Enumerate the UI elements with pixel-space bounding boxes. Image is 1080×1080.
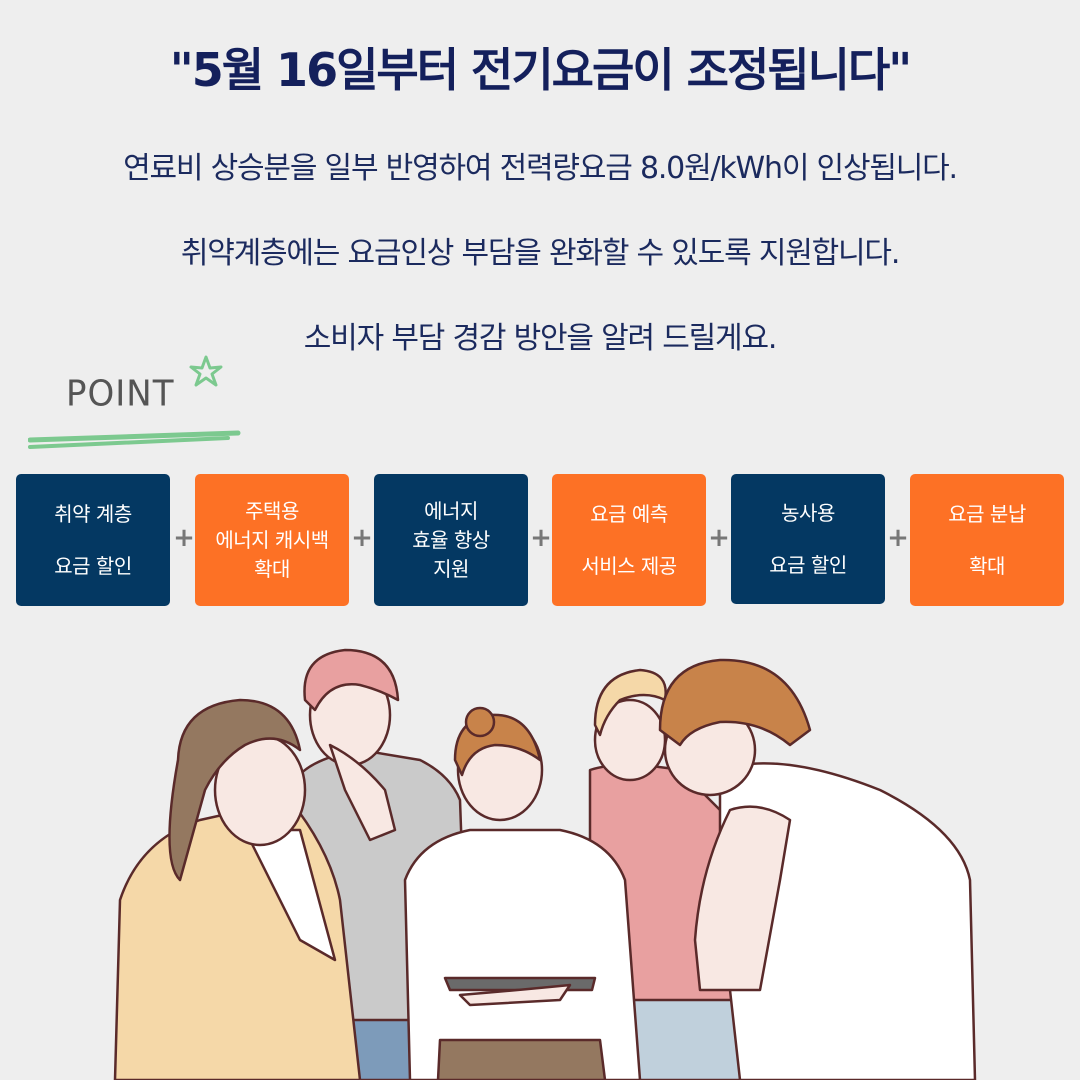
people-illustration	[113, 648, 977, 1080]
person-brown-hair	[658, 658, 977, 1080]
card-fee-forecast: 요금 예측 서비스 제공	[552, 474, 706, 606]
card-line: 요금 할인	[54, 554, 132, 578]
plus-icon: +	[351, 523, 373, 553]
plus-icon: +	[708, 523, 730, 553]
card-efficiency-support: 에너지 효율 향상 지원	[374, 474, 528, 606]
card-line: 에너지	[424, 498, 478, 523]
plus-icon: +	[530, 523, 552, 553]
plus-icon: +	[887, 523, 909, 553]
card-energy-cashback: 주택용 에너지 캐시백 확대	[195, 474, 349, 606]
card-vulnerable-discount: 취약 계층 요금 할인	[16, 474, 170, 606]
point-label-group: POINT	[28, 350, 258, 460]
body-line-relief-intro: 소비자 부담 경감 방안을 알려 드릴게요.	[303, 321, 778, 356]
card-farm-discount: 농사용 요금 할인	[731, 474, 885, 604]
card-line: 요금 할인	[769, 553, 847, 577]
card-line: 농사용	[781, 501, 835, 525]
card-line: 요금 분납	[948, 502, 1026, 526]
underline-stroke-icon	[28, 430, 241, 449]
point-label: POINT	[66, 373, 175, 415]
card-line: 확대	[254, 556, 290, 581]
body-line-vulnerable-support: 취약계층에는 요금인상 부담을 완화할 수 있도록 지원합니다.	[180, 236, 901, 271]
card-line: 효율 향상	[412, 527, 490, 552]
card-line: 확대	[969, 554, 1005, 578]
card-line: 지원	[433, 556, 469, 581]
body-line-fee-increase: 연료비 상승분을 일부 반영하여 전력량요금 8.0원/kWh이 인상됩니다.	[123, 151, 958, 186]
card-line: 취약 계층	[54, 502, 132, 526]
card-line: 요금 예측	[590, 502, 668, 526]
person-yellow-blazer	[113, 698, 362, 1080]
card-line: 주택용	[245, 498, 299, 523]
person-tablet-holder	[403, 706, 642, 1080]
card-line: 에너지 캐시백	[215, 527, 329, 552]
plus-icon: +	[173, 523, 195, 553]
card-installment: 요금 분납 확대	[910, 474, 1064, 606]
page-headline: "5월 16일부터 전기요금이 조정됩니다"	[169, 43, 912, 97]
card-line: 서비스 제공	[581, 554, 677, 578]
relief-measures-row: 취약 계층 요금 할인 + 주택용 에너지 캐시백 확대 + 에너지 효율 향상…	[0, 474, 1080, 608]
star-icon	[189, 355, 223, 387]
